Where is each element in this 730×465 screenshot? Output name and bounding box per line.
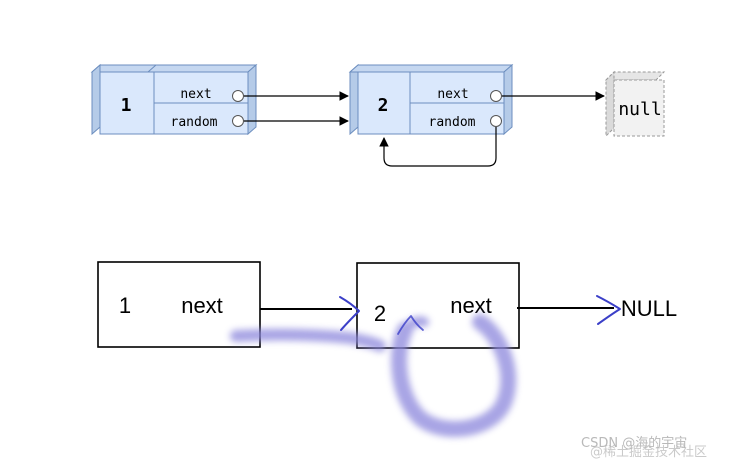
watermark: @稀土掘金技术社区 CSDN @海的宇宙 [581,435,707,460]
null-box: null [604,70,666,138]
node-2-label-cell [357,71,411,135]
node-1-label-cell [99,71,155,135]
node-2-random-cell [409,102,505,135]
node-1-random-port-icon [232,115,244,127]
bottom-diagram: 1 next 2 next NULL [97,261,677,437]
top-diagram: 1 next random 2 next random null [90,63,666,167]
bottom-node-2-value: 2 [374,301,386,326]
node-2-box: 2 next random [348,63,514,136]
node-2-right-face [503,63,513,136]
null-box-side-face [605,70,615,138]
annotation-blur-horizontal [230,328,386,352]
node-2-label: 2 [378,95,389,116]
node-2-top-face [348,64,514,73]
bottom-node-1-value: 1 [119,293,131,318]
node-2-side-face [349,63,359,136]
node-2-next-port-icon [490,90,502,102]
node-2-random-port-icon [490,115,502,127]
annotation-arrowhead-node2 [339,296,360,331]
annotation-blur-loop [391,314,517,437]
bottom-null-label: NULL [621,296,677,321]
node-2-next-label: next [437,87,468,102]
node-2-random-label: random [429,115,476,130]
node-2-next-cell [409,71,505,104]
annotation-arrowhead-null [596,295,621,325]
node-1-random-cell [153,102,249,135]
node-1-top-face-right [146,64,258,73]
null-box-top-face [604,71,666,81]
node-1-label: 1 [121,95,132,116]
node-1-next-port-icon [232,90,244,102]
node-1-side-face [91,63,101,136]
node-1-right-face [247,63,257,136]
bottom-node-2-next-label: next [450,293,492,318]
node-1-box: 1 next random [90,63,258,136]
watermark-line-1: CSDN @海的宇宙 [581,435,687,451]
arrow-node2-random-self-loop [379,127,497,167]
annotation-arrowhead-loop [397,315,424,335]
node-1-random-label: random [171,115,218,130]
node-1-next-label: next [180,87,211,102]
null-box-front [613,79,665,137]
null-label: null [618,99,661,120]
watermark-line-2: @稀土掘金技术社区 [590,444,707,460]
bottom-node-1-next-label: next [181,293,223,318]
